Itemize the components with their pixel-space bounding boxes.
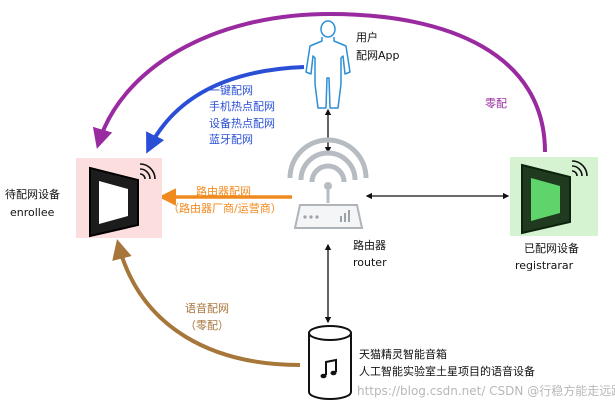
registrar-device-icon [510,157,598,236]
method-device-hotspot: 设备热点配网 [209,117,275,130]
user-app: 配网App [356,49,400,62]
method-phone-hotspot: 手机热点配网 [209,100,275,113]
method-bluetooth: 蓝牙配网 [209,133,253,146]
user-provision-arrow [146,65,305,154]
enrollee-label-en: enrollee [10,206,55,219]
router-label-en: router [353,256,387,269]
watermark: https://blog.csdn.net/ CSDN @行稳方能走远跨界 [357,384,615,398]
method-one-click: 一键配网 [209,84,253,97]
router-method-title: 路由器配网 [196,185,251,198]
zero-config-arrow [92,11,547,153]
speaker-icon [308,325,352,400]
router-label-cn: 路由器 [353,239,386,252]
router-icon [287,137,369,229]
speaker-title: 天猫精灵智能音箱 [359,348,447,361]
registrar-label-cn: 已配网设备 [524,242,579,255]
speaker-description: 人工智能实验室土星项目的语音设备 [359,365,535,378]
voice-method-title: 语音配网 [185,302,229,315]
voice-provision-arrow [112,239,301,367]
enrollee-device-icon [76,158,162,238]
voice-method-subtitle: （零配） [185,319,229,332]
user-figure-icon [305,20,351,109]
registrar-label-en: registrarar [515,259,574,272]
router-method-subtitle: （路由器厂商/运营商） [168,202,282,215]
zero-config-label: 零配 [485,97,507,110]
user-title: 用户 [356,31,378,44]
enrollee-label-cn: 待配网设备 [5,188,60,201]
